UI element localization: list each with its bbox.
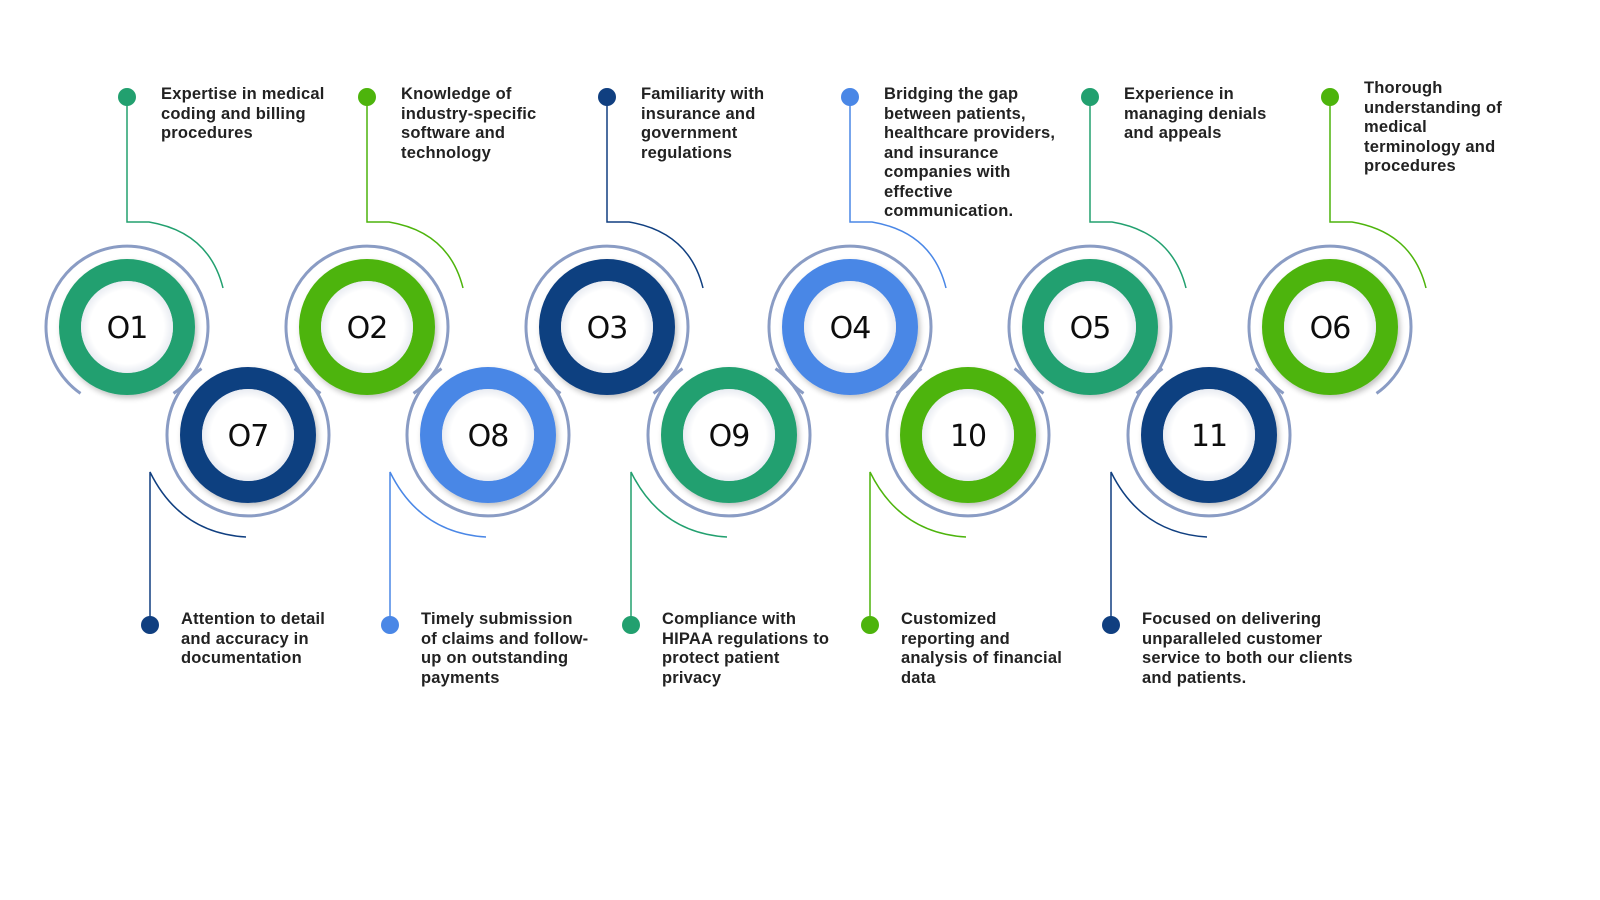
step-number: O7	[228, 419, 269, 454]
step-ring	[1141, 367, 1277, 503]
step-ring-inner	[202, 389, 294, 481]
outline-arc	[405, 367, 571, 518]
connector-line	[1110, 471, 1208, 625]
step-ring-inner	[1163, 389, 1255, 481]
step-circle-O7: O7	[180, 367, 316, 503]
step-circle-O3: O3	[539, 259, 675, 395]
step-circle-O8: O8	[420, 367, 556, 503]
step-circle-O5: O5	[1022, 259, 1158, 395]
step-ring	[1262, 259, 1398, 395]
step-circle-O1: O1	[59, 259, 195, 395]
outline-arc	[1247, 244, 1413, 395]
step-label-O9: Compliance with HIPAA regulations to pro…	[662, 610, 830, 687]
step-dot	[1321, 88, 1339, 106]
step-ring	[661, 367, 797, 503]
step-label-O6: Thorough understanding of medical termin…	[1364, 79, 1502, 175]
step-circle-O6: O6	[1262, 259, 1398, 395]
step-circle-O2: O2	[299, 259, 435, 395]
outline-arc	[44, 244, 210, 395]
step-number: 10	[950, 419, 986, 454]
step-ring	[299, 259, 435, 395]
step-ring-inner	[1284, 281, 1376, 373]
step-circle-O9: O9	[661, 367, 797, 503]
step-number: O1	[107, 311, 148, 346]
step-number: O5	[1070, 311, 1111, 346]
step-ring-inner	[561, 281, 653, 373]
outline-arc	[646, 367, 812, 518]
step-dot	[622, 616, 640, 634]
step-circle-11: 11	[1141, 367, 1277, 503]
step-label-10: Customized reporting and analysis of fin…	[901, 610, 1063, 687]
step-ring	[539, 259, 675, 395]
step-dot	[381, 616, 399, 634]
step-circle-10: 10	[900, 367, 1036, 503]
connector-line	[630, 471, 728, 625]
step-ring-inner	[81, 281, 173, 373]
step-ring	[59, 259, 195, 395]
outline-arc	[1007, 244, 1173, 395]
step-ring-inner	[683, 389, 775, 481]
outline-arc	[165, 367, 331, 518]
connector-line	[1089, 97, 1187, 289]
step-ring	[1022, 259, 1158, 395]
connector-line	[869, 471, 967, 625]
step-label-O5: Experience in managing denials and appea…	[1124, 85, 1267, 142]
step-label-O4: Bridging the gap between patients, healt…	[884, 85, 1056, 220]
step-dot	[358, 88, 376, 106]
outline-arc	[524, 244, 690, 395]
outline-layer	[44, 244, 1413, 518]
step-ring	[180, 367, 316, 503]
step-ring	[782, 259, 918, 395]
step-number: 11	[1191, 419, 1227, 454]
connector-layer	[118, 88, 1427, 634]
step-ring-inner	[804, 281, 896, 373]
step-number: O2	[347, 311, 388, 346]
connector-line	[389, 471, 487, 625]
step-label-11: Focused on delivering unparalleled custo…	[1142, 610, 1353, 687]
step-dot	[1081, 88, 1099, 106]
step-circle-O4: O4	[782, 259, 918, 395]
step-number: O8	[468, 419, 509, 454]
step-dot	[861, 616, 879, 634]
connector-line	[366, 97, 464, 289]
step-number: O9	[709, 419, 750, 454]
outline-arc	[1126, 367, 1292, 518]
step-ring-inner	[922, 389, 1014, 481]
step-number: O6	[1310, 311, 1351, 346]
step-dot	[841, 88, 859, 106]
step-label-O1: Expertise in medical coding and billing …	[161, 85, 325, 142]
outline-arc	[767, 244, 933, 395]
connector-line	[149, 471, 247, 625]
step-label-O8: Timely submission of claims and follow- …	[421, 610, 589, 687]
step-dot	[141, 616, 159, 634]
step-ring-inner	[321, 281, 413, 373]
outline-arc	[885, 367, 1051, 518]
step-dot	[598, 88, 616, 106]
step-dot	[118, 88, 136, 106]
connector-line	[849, 97, 947, 289]
connector-line	[1329, 97, 1427, 289]
step-number: O3	[587, 311, 628, 346]
connector-line	[126, 97, 224, 289]
step-ring	[900, 367, 1036, 503]
step-ring-inner	[1044, 281, 1136, 373]
step-number: O4	[830, 311, 871, 346]
outline-arc	[284, 244, 450, 395]
step-label-O2: Knowledge of industry-specific software …	[401, 85, 537, 162]
step-label-O3: Familiarity with insurance and governmen…	[641, 85, 765, 162]
connector-line	[606, 97, 704, 289]
step-ring-inner	[442, 389, 534, 481]
step-dot	[1102, 616, 1120, 634]
step-label-O7: Attention to detail and accuracy in docu…	[181, 610, 326, 667]
step-ring	[420, 367, 556, 503]
